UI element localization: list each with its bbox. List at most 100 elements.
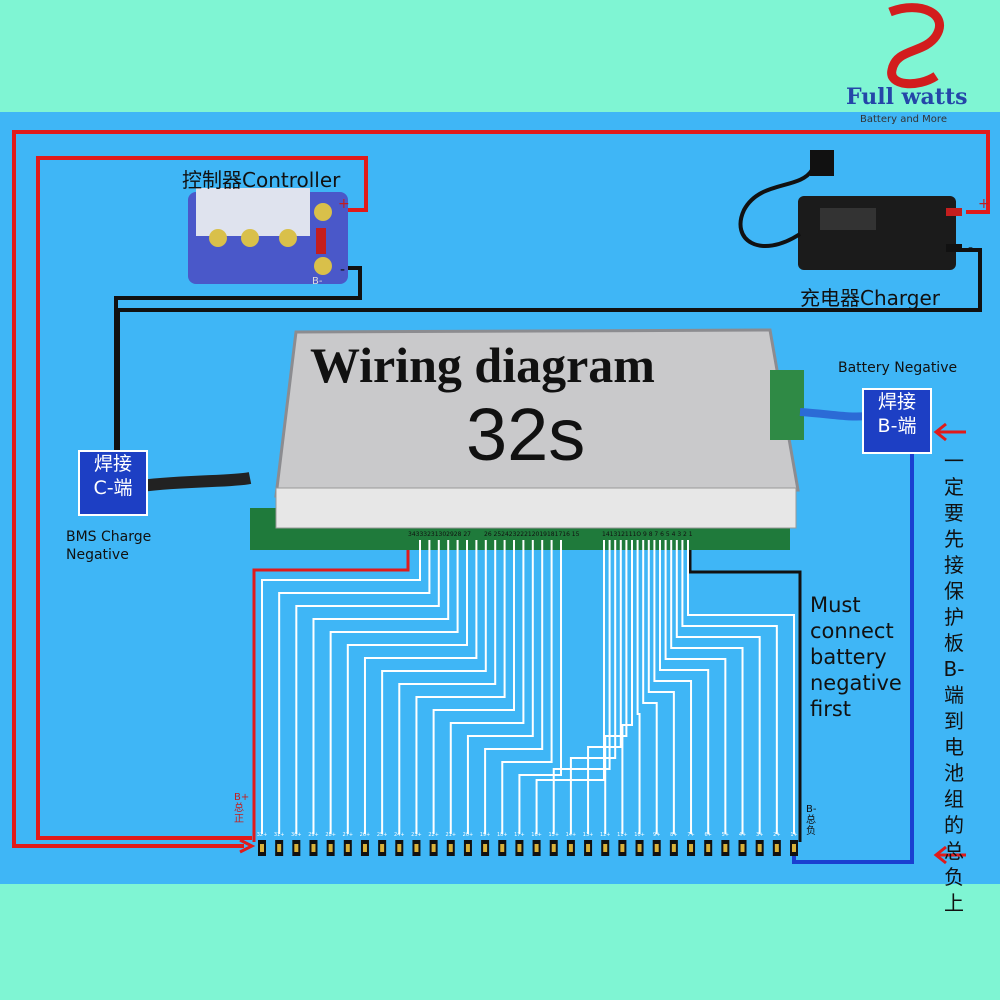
- warning-cn: 一定要先接保护板B-端到电池组的总负上: [943, 449, 965, 915]
- cell-terminals: 32+31+30+29+28+27+26+25+24+23+22+21+20+1…: [257, 832, 798, 856]
- cell-label: 18+: [497, 832, 508, 838]
- balance-wire: [647, 540, 675, 834]
- connector-label-left: 34333231302928 27: [408, 531, 471, 538]
- balance-wire: [295, 540, 440, 834]
- arrow-icon: [239, 422, 966, 865]
- cell-terminal-contact: [740, 844, 745, 852]
- balance-wire: [681, 540, 778, 834]
- b-terminal-caption: Battery Negative: [838, 360, 958, 376]
- cell-label: 19+: [480, 832, 491, 838]
- warning-en-line3: battery: [810, 645, 887, 669]
- balance-wires: [261, 540, 795, 834]
- battery-neg-line3: 负: [806, 826, 816, 837]
- cell-label: 17+: [514, 832, 525, 838]
- balance-wire: [484, 540, 544, 834]
- cell-label: 22+: [428, 832, 439, 838]
- cell-terminal-contact: [586, 844, 591, 852]
- cell-label: 32+: [257, 832, 268, 838]
- balance-wire: [670, 540, 744, 834]
- c-terminal-caption-line1: BMS Charge: [66, 529, 152, 545]
- cell-terminal-contact: [431, 844, 436, 852]
- controller-icon: [188, 188, 348, 284]
- charger-icon: [738, 150, 962, 270]
- controller-positive-wire: [36, 156, 368, 840]
- cell-terminal-contact: [397, 844, 402, 852]
- controller-b-label: B-: [312, 276, 323, 287]
- charger-positive-wire: [12, 130, 990, 848]
- charger-plus: +: [978, 196, 990, 212]
- cell-terminal-contact: [483, 844, 488, 852]
- cell-terminal-contact: [654, 844, 659, 852]
- battery-neg-line1: B-: [806, 804, 817, 815]
- connector-label-middle: 26 25242322212019181716 15: [484, 531, 580, 538]
- cell-label: 20+: [463, 832, 474, 838]
- b-minus-lead: [688, 540, 802, 842]
- cell-terminal-contact: [792, 844, 796, 852]
- cell-terminal-contact: [637, 844, 642, 852]
- controller-minus: -: [340, 262, 346, 278]
- warning-en-line2: connect: [810, 619, 894, 643]
- cell-terminal-contact: [620, 844, 625, 852]
- brand-name: Full watts: [846, 84, 968, 110]
- charger-negative-wire: [116, 248, 982, 458]
- cell-terminal-contact: [345, 844, 350, 852]
- cell-terminal-contact: [362, 844, 367, 852]
- b-terminal-line1: 焊接: [877, 391, 916, 413]
- balance-wire: [518, 540, 562, 834]
- cell-label: 23+: [411, 832, 422, 838]
- series-label: 32s: [466, 393, 586, 476]
- cell-label: 13+: [583, 832, 594, 838]
- cell-terminal-contact: [534, 844, 539, 852]
- cell-label: 6+: [705, 832, 712, 838]
- balance-wire: [329, 540, 459, 834]
- cell-label: 30+: [291, 832, 302, 838]
- cell-label: 26+: [360, 832, 371, 838]
- cell-label: 24+: [394, 832, 405, 838]
- cell-terminal-contact: [568, 844, 573, 852]
- balance-wire: [363, 540, 478, 834]
- cell-label: 14+: [566, 832, 577, 838]
- balance-wire: [312, 540, 450, 834]
- bms-board: [139, 328, 867, 550]
- controller-label: 控制器Controller: [182, 168, 341, 192]
- cell-label: 8+: [670, 832, 677, 838]
- balance-wire: [687, 540, 795, 834]
- cell-terminal-contact: [277, 844, 282, 852]
- c-terminal-caption-line2: Negative: [66, 547, 129, 563]
- balance-wire: [381, 540, 487, 834]
- cell-terminal-contact: [294, 844, 299, 852]
- balance-wire: [621, 540, 633, 834]
- balance-wire: [398, 540, 497, 834]
- warning-en: Must connect battery negative first: [810, 592, 902, 722]
- cell-label: 5+: [722, 832, 729, 838]
- balance-wire: [604, 540, 628, 834]
- cell-terminal-contact: [774, 844, 779, 852]
- balance-wire: [501, 540, 553, 834]
- warning-en-line4: negative: [810, 671, 902, 695]
- cell-terminal-contact: [689, 844, 694, 852]
- cell-terminal-contact: [551, 844, 556, 852]
- battery-pos-line3: 正: [234, 814, 244, 825]
- balance-wire: [552, 540, 611, 834]
- cell-label: 11+: [617, 832, 628, 838]
- cell-label: 21+: [445, 832, 456, 838]
- c-terminal-line2: C-端: [93, 477, 133, 499]
- cell-terminal-contact: [706, 844, 711, 852]
- cell-terminal-contact: [260, 844, 264, 852]
- balance-wire: [449, 540, 525, 834]
- cell-terminal-contact: [380, 844, 385, 852]
- brand-tagline: Battery and More: [860, 114, 947, 125]
- cell-label: 16+: [531, 832, 542, 838]
- c-terminal-line1: 焊接: [93, 453, 132, 475]
- balance-wire: [432, 540, 515, 834]
- cell-terminal-contact: [757, 844, 762, 852]
- cell-label: 1+: [790, 832, 797, 838]
- battery-pos-line2: 总: [234, 803, 244, 814]
- battery-neg-line2: 总: [806, 815, 816, 826]
- balance-wire: [664, 540, 727, 834]
- battery-neg-label: B- 总 负: [806, 804, 816, 837]
- diagram-title: Wiring diagram: [310, 337, 655, 393]
- balance-wire: [569, 540, 617, 834]
- cell-label: 3+: [756, 832, 763, 838]
- cell-label: 4+: [739, 832, 746, 838]
